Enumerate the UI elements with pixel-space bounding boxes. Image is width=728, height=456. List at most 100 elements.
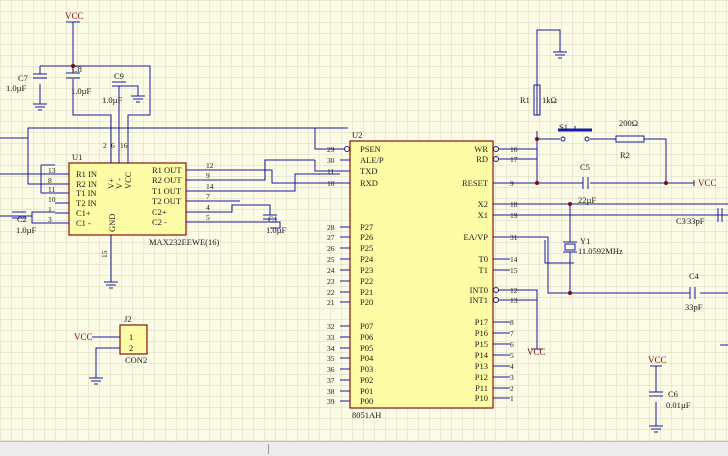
ground-icon [553,51,567,59]
vcc-symbol-j2: VCC [74,332,96,342]
vcc-label: VCC [648,355,667,365]
schematic-canvas: VCC VCC VCC VCC VCC [0,0,728,441]
u2-pin-number: 7 [510,329,514,338]
c4-value: 33pF [685,302,703,312]
vcc-label: VCC [74,332,93,342]
c7-value: 1.0µF [6,83,27,93]
u2-pin-name: P16 [475,328,488,338]
u1-pin-number: 13 [48,166,56,175]
u2-pin-number: 22 [327,288,335,297]
u2-part: 8051AH [352,410,381,420]
r1-value: 1kΩ [542,95,557,105]
u2-pin-name: P17 [475,317,488,327]
u2-pin-number: 1 [510,394,514,403]
vcc-symbol-c6: VCC [648,355,667,367]
u2-pin-number: 27 [327,233,335,242]
u1-pin-number: 16 [120,141,128,150]
u2-pin-name: ALE/P [360,155,384,165]
u1-pin-name: R2 OUT [152,175,182,185]
junctions [71,64,668,295]
u2-pin-number: 19 [510,211,518,220]
u2-pin-number: 29 [327,145,335,154]
connector-j2: J2 CON2 1 2 [119,314,148,365]
inversion-bubble [493,156,499,162]
u2-pin-number: 30 [327,156,335,165]
u1-pin-number: 4 [206,203,210,212]
u2-pin-name: TXD [360,166,377,176]
j2-body [119,324,148,355]
u2-pin-name: P04 [360,353,374,363]
u1-pin-name: C2 - [152,217,167,227]
c3-ref: C3 [676,216,686,226]
passive-labels: R1 1kΩ 200Ω R2 S1 Y1 11.0592MHz [520,95,638,256]
ground-icon [89,377,103,385]
u2-ref: U2 [352,130,362,140]
u1-pin-name: T1 OUT [152,186,182,196]
u1-pin-name: C2+ [152,207,167,217]
u2-pin-number: 37 [327,376,335,385]
u2-pin-number: 24 [327,266,335,275]
c8-value: 1.0µF [71,86,92,96]
j2-ref: J2 [124,314,132,324]
u2-pin-number: 4 [510,362,514,371]
u1-pin-name: C1+ [76,208,91,218]
u1-pin-number: 10 [48,195,56,204]
u2-pin-name: P23 [360,265,373,275]
u2-pin-name: P24 [360,254,374,264]
u1-pin-number: 6 [111,141,115,150]
u2-pin-name: P05 [360,343,373,353]
u2-pin-number: 33 [327,333,335,342]
u2-pin-number: 17 [510,155,518,164]
u2-pin-number: 23 [327,277,335,286]
j2-part: CON2 [125,355,147,365]
u1-pin-name: T2 OUT [152,196,182,206]
vcc-symbol-reset: VCC [693,178,717,188]
c9-ref: C9 [114,71,124,81]
u2-pin-number: 11 [327,167,334,176]
y1-value: 11.0592MHz [578,246,623,256]
r2-value: 200Ω [619,118,638,128]
u1-pin-name: GND [107,214,117,232]
switch-contact [560,136,566,142]
u2-pin-number: 39 [327,397,335,406]
u2-pin-name: P06 [360,332,373,342]
u2-pin-name: P20 [360,297,373,307]
u1-pin-number: 5 [206,213,210,222]
u1-pin-number: 8 [48,176,52,185]
inversion-bubble [493,146,499,152]
u2-pin-name: P21 [360,287,373,297]
u2-pin-name: P11 [475,383,488,393]
c1-value: 1.0µF [266,225,287,235]
u1-pin-name: R2 IN [76,179,97,189]
u2-pin-name: RD [476,154,488,164]
u1-pin-name: T2 IN [76,198,97,208]
u2-pin-name: P14 [475,350,489,360]
u1-pin-number: 7 [206,192,210,201]
ground-symbols [33,51,663,433]
c4-ref: C4 [689,271,700,281]
u1-pin-name: C1 - [76,218,91,228]
vcc-label: VCC [527,347,546,357]
r2-ref: R2 [620,150,630,160]
u2-pin-number: 35 [327,354,335,363]
u1-pin-name: V+ [106,178,116,189]
u1-body [68,162,187,236]
u2-pin-name: EA/VP [463,232,488,242]
u2-pin-number: 38 [327,387,335,396]
u2-pin-number: 12 [510,286,518,295]
u1-pin-number: 15 [100,250,109,258]
u1-pin-number: 9 [206,171,210,180]
u2-pin-name: INT0 [470,285,488,295]
u2-pin-name: X2 [478,199,488,209]
u1-pin-number: 12 [206,161,214,170]
u2-pin-name: P12 [475,372,488,382]
inversion-bubble [344,146,350,152]
u2-pin-name: WR [474,144,488,154]
u2-pin-number: 2 [510,384,514,393]
r1-ref: R1 [520,95,530,105]
u1-part: MAX232EEWE(16) [149,237,220,247]
inversion-bubble [493,297,499,303]
u1-pin-number: 2 [103,141,107,150]
u2-pin-name: P07 [360,321,373,331]
